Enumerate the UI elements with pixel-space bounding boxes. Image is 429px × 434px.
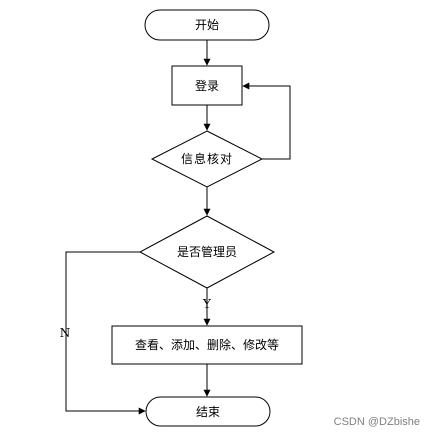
edge-verify-login-loop	[242, 82, 291, 160]
verify-label: 信息核对	[181, 151, 233, 166]
yes-label: Y	[202, 297, 212, 311]
edge-isadmin-end	[65, 251, 146, 415]
verify-node: 信息核对	[150, 130, 264, 188]
watermark-text: CSDN @DZbishe	[334, 416, 420, 428]
is-admin-label: 是否管理员	[177, 244, 237, 259]
start-node: 开始	[144, 9, 270, 41]
end-label: 结束	[196, 405, 220, 419]
actions-label: 查看、添加、删除、修改等	[135, 337, 279, 352]
login-node: 登录	[171, 65, 243, 106]
no-label: N	[60, 326, 71, 340]
is-admin-node: 是否管理员	[138, 215, 276, 289]
login-label: 登录	[195, 78, 219, 93]
start-label: 开始	[195, 18, 219, 32]
actions-node: 查看、添加、删除、修改等	[111, 325, 303, 365]
end-node: 结束	[145, 396, 271, 427]
